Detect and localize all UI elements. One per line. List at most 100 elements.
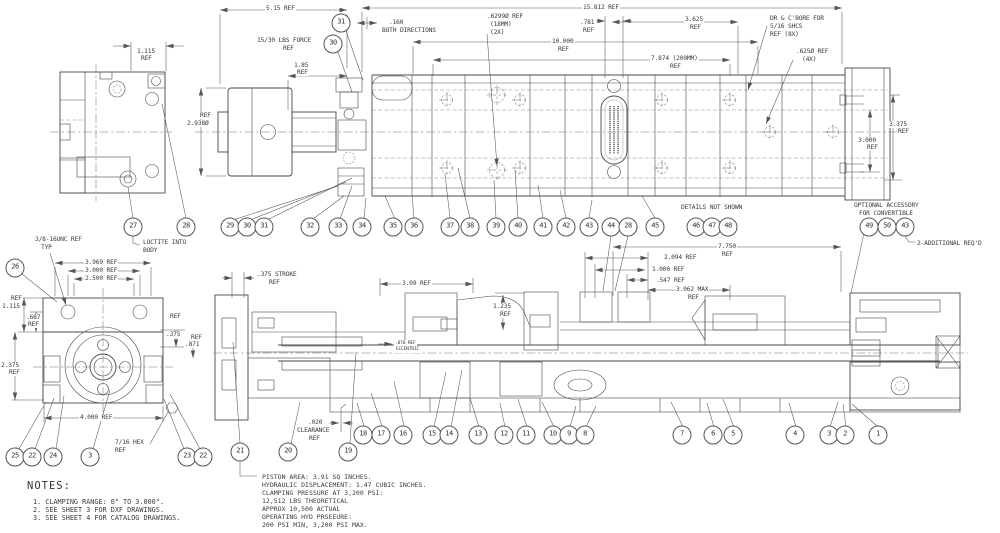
section-view [213, 291, 968, 421]
dim-label-19: 7.874 (200MM) [650, 55, 699, 62]
dim-label-9: REF [199, 112, 212, 119]
dim-label-20: REF [669, 63, 682, 70]
dim-label-58: 3.09 REF [401, 280, 432, 287]
balloon-37: 37 [440, 217, 460, 237]
spec-line-psi-range: 200 PSI MIN, 3,200 PSI MAX. [262, 521, 368, 529]
spec-line-piston-area: PISTON AREA: 3.91 SQ INCHES. [262, 473, 372, 481]
dim-label-37: BODY [142, 247, 159, 254]
dim-label-57: REF [268, 279, 281, 286]
elevation-view [195, 67, 905, 201]
dim-label-47: 2.375 [0, 362, 20, 369]
dim-label-45: .687 [25, 314, 42, 321]
dim-label-17: 10.000 [551, 38, 575, 45]
dim-label-27: (4X) [801, 56, 818, 63]
dim-label-15: .781 [579, 19, 596, 26]
dim-label-3: .160 [388, 19, 405, 26]
balloon-35: 35 [383, 217, 403, 237]
balloon-8: 8 [575, 425, 595, 445]
balloon-31: 31 [254, 217, 274, 237]
balloon-20: 20 [278, 442, 298, 462]
balloon-16: 16 [393, 425, 413, 445]
balloon-21: 21 [230, 442, 250, 462]
dim-label-28: 3.375 [888, 121, 908, 128]
balloon-33: 33 [328, 217, 348, 237]
dim-label-21: 3.625 [684, 16, 704, 23]
dim-label-70: .020 [307, 419, 324, 426]
dim-label-55: REF [114, 447, 127, 454]
balloon-3: 3 [80, 447, 100, 467]
dim-label-59: 1.235 [492, 303, 512, 310]
dim-label-68: 3.062 MAX [675, 286, 710, 293]
balloon-13: 13 [468, 425, 488, 445]
balloon-22: 22 [22, 447, 42, 467]
dim-label-49: REF [169, 313, 182, 320]
balloon-17: 17 [371, 425, 391, 445]
balloon-1: 1 [868, 425, 888, 445]
dim-label-14: 15.812 REF [582, 4, 620, 11]
balloon-11: 11 [516, 425, 536, 445]
dim-label-7: 1.85 [293, 62, 310, 69]
balloon-28: 28 [176, 217, 196, 237]
dim-label-69: REF [687, 294, 700, 301]
balloon-50: 50 [877, 217, 897, 237]
balloon-18: 18 [353, 425, 373, 445]
dim-label-48: REF [8, 369, 21, 376]
dim-label-23: DR & C'BORE FOR [769, 15, 825, 22]
balloon-22: 22 [193, 447, 213, 467]
dim-label-63: 7.750 [717, 243, 737, 250]
balloon-19: 19 [338, 442, 358, 462]
dim-label-35: 2-ADDITIONAL REQ'D [916, 240, 983, 247]
dim-label-40: 3.969 REF [84, 259, 119, 266]
end-view [50, 64, 172, 201]
dim-label-39: TYP [40, 244, 53, 251]
dim-label-0: 1.115 [136, 48, 156, 55]
dim-label-2: 5.15 REF [265, 5, 296, 12]
balloon-5: 5 [723, 425, 743, 445]
dim-label-11: .6299Ø REF [486, 13, 524, 20]
dim-label-25: REF (8X) [769, 31, 800, 38]
dim-label-24: 5/16 SHCS [769, 23, 804, 30]
dim-label-66: 1.000 REF [651, 266, 686, 273]
dim-label-65: 2.094 REF [663, 254, 698, 261]
dim-label-26: .625Ø REF [795, 48, 830, 55]
dim-label-18: REF [557, 46, 570, 53]
balloon-2: 2 [835, 425, 855, 445]
dim-label-60: REF [499, 311, 512, 318]
balloon-41: 41 [533, 217, 553, 237]
dim-label-71: CLEARANCE [296, 427, 331, 434]
dim-label-12: (18MM) [489, 21, 513, 28]
dim-label-16: REF [582, 27, 595, 34]
balloon-6: 6 [703, 425, 723, 445]
dim-label-34: FOR CONVERTIBLE [858, 210, 914, 217]
note-item-1: 1. CLAMPING RANGE: 0" TO 3.000". [33, 498, 164, 506]
balloon-26: 26 [5, 258, 25, 278]
balloon-27: 27 [123, 217, 143, 237]
dim-label-41: 3.000 REF [84, 267, 119, 274]
balloon-4: 4 [785, 425, 805, 445]
dim-label-64: REF [721, 251, 734, 258]
front-view [33, 288, 179, 414]
dim-label-29: REF [897, 128, 910, 135]
dim-label-62: ECCENTRIC [395, 346, 421, 353]
dim-label-6: REF [282, 45, 295, 52]
dim-label-67: .547 REF [655, 277, 686, 284]
hex-plug-icon [165, 402, 179, 414]
nameplate [600, 79, 628, 179]
dim-label-5: 15/30 LBS FORCE [256, 37, 312, 44]
spec-line-actual: APPROX 10,500 ACTUAL [262, 505, 341, 513]
balloon-38: 38 [460, 217, 480, 237]
balloon-40: 40 [508, 217, 528, 237]
balloon-7: 7 [672, 425, 692, 445]
dim-label-8: REF [296, 69, 309, 76]
dim-label-1: REF [140, 55, 153, 62]
dim-label-38: 3/8-16UNC REF [34, 236, 83, 243]
dim-label-52: .871 [184, 341, 201, 348]
dim-label-51: REF [190, 334, 203, 341]
note-item-3: 3. SEE SHEET 4 FOR CATALOG DRAWINGS. [33, 514, 181, 522]
spec-line-operating: OPERATING HYD PRSEEURE: [262, 513, 353, 521]
dim-label-72: REF [308, 435, 321, 442]
balloon-31: 31 [331, 13, 351, 33]
balloon-49: 49 [859, 217, 879, 237]
